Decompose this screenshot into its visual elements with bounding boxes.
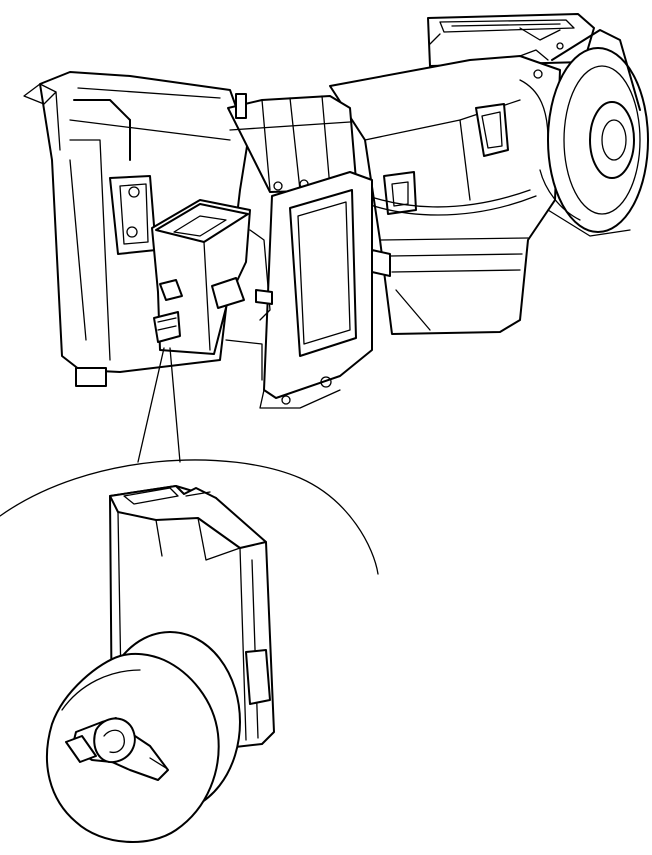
leader-lines — [137, 347, 181, 463]
sensor-round-body — [45, 631, 241, 843]
sensor-mount-box — [151, 199, 251, 355]
hvac-module-assembly — [23, 13, 649, 409]
air-inlet-housing — [427, 13, 595, 67]
duct-outlet — [259, 171, 391, 409]
detail-callout-arc — [0, 459, 379, 575]
sensor-clip — [65, 717, 169, 781]
center-plenum — [227, 93, 357, 193]
temperature-sensor-detail — [45, 485, 275, 843]
blower-motor — [519, 29, 649, 237]
